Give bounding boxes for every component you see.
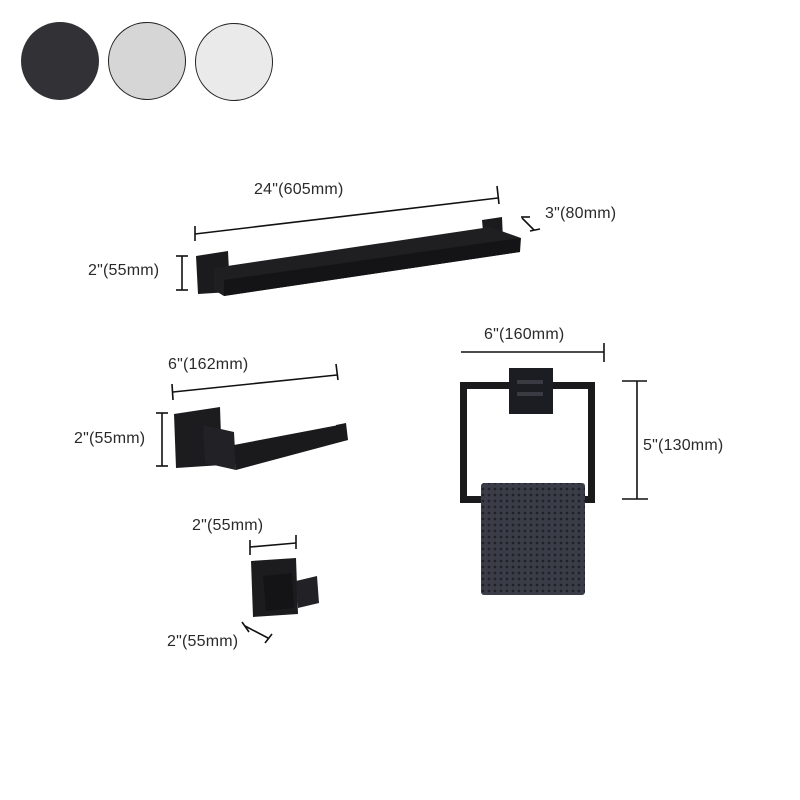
towel-ring-image [460,343,648,595]
robe-hook-width-label: 2"(55mm) [192,517,264,534]
towel-bar-height-label: 2"(55mm) [88,262,160,279]
towel-bar-image [176,185,541,296]
paper-holder-height-label: 2"(55mm) [74,430,146,447]
towel-bar-depth-label: 3"(80mm) [545,205,617,222]
color-swatch-black[interactable] [21,22,99,100]
robe-hook-image [241,535,319,644]
towel-ring-width-label: 6"(160mm) [484,326,565,343]
towel-bar-width-label: 24"(605mm) [254,181,344,198]
toilet-paper-holder-image [156,363,348,470]
color-swatch-white[interactable] [195,23,273,101]
color-swatch-silver[interactable] [108,22,186,100]
robe-hook-depth-label: 2"(55mm) [167,633,239,650]
paper-holder-width-label: 6"(162mm) [168,356,249,373]
towel-ring-height-label: 5"(130mm) [643,437,724,454]
